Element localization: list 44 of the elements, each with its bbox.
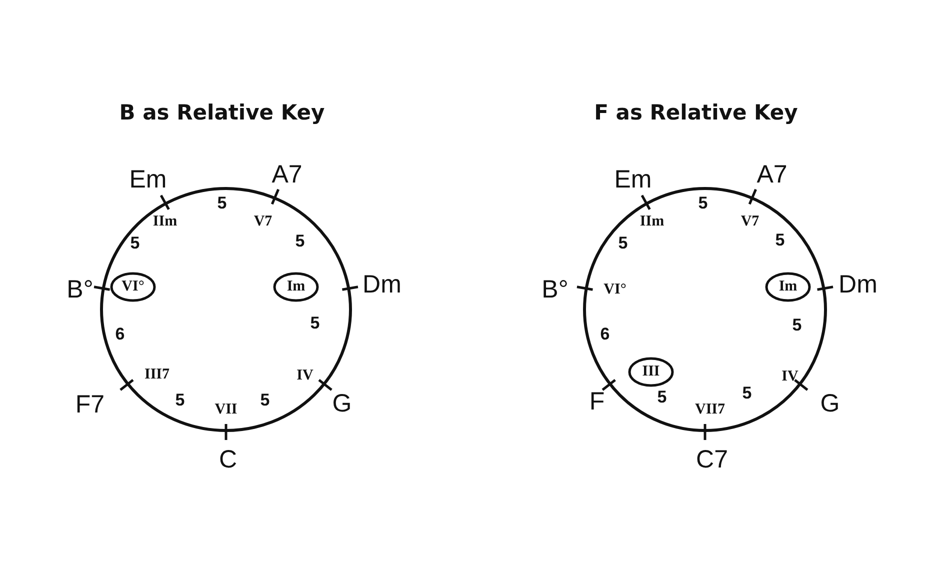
roman-numeral: III7 — [144, 368, 170, 382]
interval-number: 5 — [260, 392, 270, 408]
roman-numeral: IIm — [640, 214, 664, 230]
roman-numeral: III — [642, 364, 660, 380]
interval-number: 5 — [775, 232, 785, 248]
roman-numeral: IIm — [152, 214, 178, 230]
chord-name: Dm — [838, 272, 878, 298]
chord-name: Em — [129, 168, 167, 192]
roman-numeral: IV — [296, 368, 314, 384]
chord-name: C7 — [696, 448, 728, 472]
roman-numeral: V7 — [254, 214, 272, 230]
chord-name: Em — [614, 168, 652, 192]
interval-number: 5 — [310, 314, 320, 332]
chord-name: F — [589, 390, 605, 414]
roman-numeral: VII7 — [695, 402, 725, 418]
chord-name: G — [820, 392, 840, 416]
roman-numeral: Im — [286, 280, 306, 294]
panel-heading: B as Relative Key — [119, 102, 325, 124]
chord-name: C — [218, 448, 238, 472]
roman-numeral: Im — [778, 280, 798, 294]
roman-numeral: V7 — [740, 214, 760, 230]
interval-number: 5 — [217, 194, 227, 212]
roman-numeral: VI° — [604, 282, 626, 298]
interval-number: 6 — [115, 326, 125, 342]
interval-number: 5 — [742, 384, 752, 402]
chord-name: F7 — [75, 392, 105, 418]
interval-number: 5 — [698, 194, 708, 212]
interval-number: 5 — [792, 316, 802, 334]
interval-number: 6 — [600, 326, 610, 342]
interval-number: 5 — [295, 232, 305, 250]
interval-number: 5 — [657, 388, 667, 406]
chord-name: A7 — [756, 162, 788, 188]
chord-name: A7 — [272, 162, 302, 188]
panel-heading: F as Relative Key — [594, 102, 798, 124]
interval-number: 5 — [130, 234, 140, 252]
roman-numeral: IV — [782, 370, 798, 384]
interval-number: 5 — [175, 392, 185, 408]
chord-name: Dm — [362, 272, 402, 298]
roman-numeral: VII — [214, 402, 238, 418]
chord-name: B° — [542, 278, 568, 302]
interval-number: 5 — [618, 234, 628, 252]
chord-name: G — [332, 392, 352, 416]
roman-numeral: VI° — [122, 280, 144, 294]
chord-name: B° — [66, 278, 94, 302]
